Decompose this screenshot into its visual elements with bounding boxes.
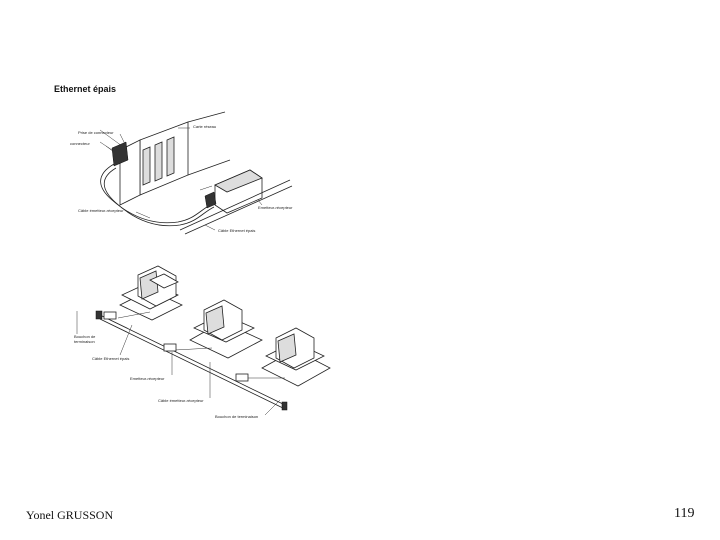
- transceiver-3: [236, 374, 248, 381]
- transceiver-2: [164, 344, 176, 351]
- terminator-right: [282, 402, 287, 410]
- label-bouchon-2: Bouchon de terminaison: [215, 414, 258, 419]
- bus-cable: [100, 315, 285, 409]
- terminator-left: [96, 311, 102, 319]
- computer-1: [118, 266, 182, 320]
- computer-3: [248, 328, 330, 386]
- label-cable-ethernet-bus: Câble Ethernet épais: [92, 356, 129, 361]
- label-emetteur-bus: Emetteur-récepteur: [130, 376, 165, 381]
- label-bouchon-1b: terminaison: [74, 339, 95, 344]
- author-footer: Yonel GRUSSON: [26, 508, 113, 523]
- transceiver-1: [104, 312, 116, 319]
- label-cable-emetteur-bus: Câble émetteur-récepteur: [158, 398, 204, 403]
- page-number: 119: [674, 506, 694, 522]
- computer-2: [175, 300, 262, 358]
